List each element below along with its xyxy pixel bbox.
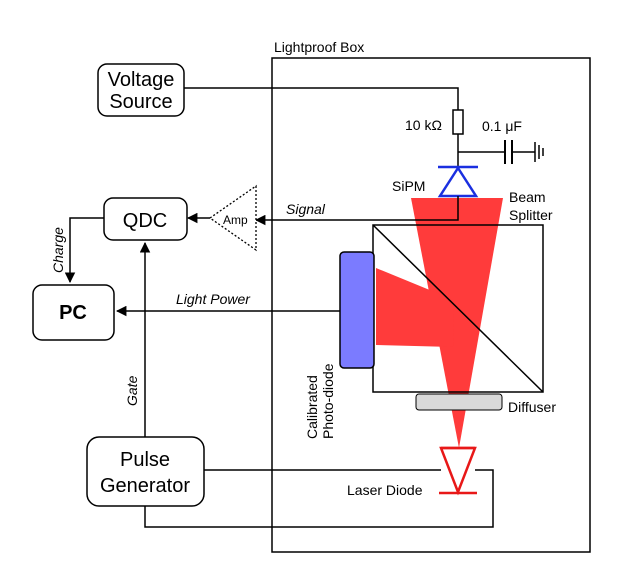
- sipm-label: SiPM: [392, 178, 425, 194]
- qdc-label: QDC: [123, 210, 167, 232]
- laser-beam: [376, 198, 503, 448]
- pulse-generator-label-1: Pulse: [120, 449, 170, 471]
- laser-return-wire: [144, 469, 494, 528]
- resistor: [452, 109, 464, 135]
- capacitor-label: 0.1 μF: [482, 118, 522, 134]
- beam-splitter-diagonal: [372, 224, 544, 393]
- photodiode-label-1: Calibrated: [304, 375, 320, 439]
- qdc-box: [103, 197, 188, 241]
- charge-label: Charge: [50, 227, 66, 273]
- laser-diode-triangle: [439, 446, 477, 496]
- laser-diode-label: Laser Diode: [347, 482, 423, 498]
- lightproof-box-label: Lightproof Box: [274, 39, 364, 55]
- laser-beam-cone: [411, 198, 503, 448]
- bias-wire: [184, 87, 459, 110]
- lightproof-box: [271, 57, 591, 553]
- pc-box: [32, 284, 115, 341]
- light-power-label: Light Power: [176, 291, 251, 307]
- photodiode-label-2: Photo-diode: [320, 363, 336, 439]
- gate-label: Gate: [124, 375, 140, 406]
- diffuser-label: Diffuser: [508, 399, 556, 415]
- calibrated-photodiode: [339, 251, 375, 369]
- diffuser: [415, 393, 503, 411]
- amplifier: [208, 184, 257, 252]
- amplifier-label: Amp: [223, 213, 248, 227]
- voltage-source-label-1: Voltage: [108, 69, 175, 91]
- pulse-generator-label-2: Generator: [100, 475, 190, 497]
- beam-splitter-label-2: Splitter: [509, 207, 553, 223]
- resistor-label: 10 kΩ: [405, 117, 442, 133]
- charge-wire: [64, 217, 104, 284]
- beam-splitter-label-1: Beam: [509, 189, 546, 205]
- laser-beam-reflection: [376, 268, 454, 347]
- laser-diode-symbol: [439, 446, 477, 496]
- signal-wire: [254, 196, 459, 226]
- signal-label: Signal: [286, 201, 326, 217]
- ground-icon: [534, 142, 544, 162]
- voltage-source-box: [97, 63, 185, 117]
- sipm-symbol: [437, 165, 479, 198]
- voltage-source-label-2: Source: [109, 91, 172, 113]
- pc-label: PC: [59, 302, 87, 324]
- sipm-triangle: [437, 165, 479, 198]
